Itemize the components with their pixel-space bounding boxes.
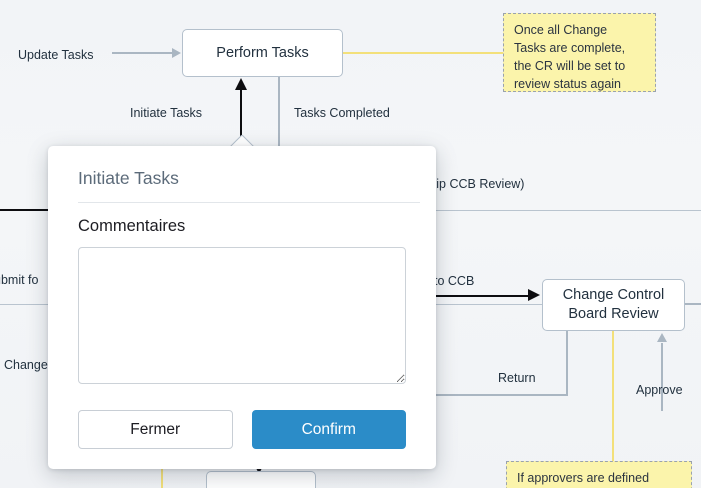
edge-update-tasks-arrowhead	[172, 48, 181, 58]
node-ccb-review-label-line2: Board Review	[568, 306, 659, 322]
edge-to-ccb	[436, 295, 536, 298]
annotation-line: Tasks are complete,	[514, 41, 626, 55]
edge-label-submit-for: ubmit fo	[0, 273, 39, 287]
edge-return-horizontal	[436, 394, 568, 396]
comment-textarea[interactable]	[78, 247, 406, 384]
initiate-tasks-dialog: Initiate Tasks Commentaires Fermer Confi…	[48, 146, 436, 469]
dialog-title: Initiate Tasks	[78, 168, 179, 188]
edge-yellow-ccb	[612, 331, 614, 462]
edge-label-to-ccb: to CCB	[434, 274, 475, 288]
edge-initiate-tasks-arrowhead	[235, 78, 247, 90]
edge-label-tasks-completed: Tasks Completed	[294, 106, 390, 120]
dialog-body: Commentaires	[64, 203, 420, 389]
annotation-line: the CR will be set to	[514, 59, 626, 73]
edge-approve	[661, 343, 663, 411]
edge-dark-left	[0, 209, 70, 212]
edge-label-skip-ccb-review: kip CCB Review)	[430, 177, 525, 191]
edge-approve-arrowhead	[657, 333, 667, 342]
dialog-actions: Fermer Confirm	[64, 389, 420, 453]
edge-yellow-bottom-left	[161, 452, 163, 488]
annotation-line: review status again	[514, 77, 622, 91]
annotation-line: If approvers are defined	[517, 471, 650, 485]
annotation-line: Once all Change	[514, 23, 608, 37]
node-perform-tasks[interactable]: Perform Tasks	[182, 29, 343, 77]
node-ccb-review[interactable]: Change Control Board Review	[542, 279, 685, 331]
edge-update-tasks	[112, 52, 174, 54]
node-ccb-review-label-line1: Change Control	[562, 287, 665, 303]
edge-initiate-tasks	[240, 90, 243, 158]
dialog-title-divider	[78, 202, 420, 203]
edge-tasks-completed	[278, 77, 280, 149]
edge-to-ccb-arrowhead	[528, 289, 540, 301]
edge-label-initiate-tasks: Initiate Tasks	[130, 106, 203, 120]
annotation-change-tasks: Once all Change Tasks are complete, the …	[503, 13, 656, 92]
node-perform-tasks-label: Perform Tasks	[216, 44, 309, 61]
close-button[interactable]: Fermer	[78, 410, 233, 449]
comment-field-label: Commentaires	[78, 217, 186, 235]
edge-return-vertical	[566, 331, 568, 395]
confirm-button[interactable]: Confirm	[251, 410, 406, 449]
edge-label-update-tasks: Update Tasks	[18, 48, 94, 62]
edge-label-return: Return	[498, 371, 536, 385]
edge-label-approve: Approve	[636, 383, 683, 397]
node-bottom-partial[interactable]	[206, 471, 316, 488]
edge-yellow-perform-tasks	[343, 52, 503, 54]
edge-label-change: Change	[4, 358, 48, 372]
annotation-approvers: If approvers are defined	[506, 461, 692, 488]
edge-ccb-right	[685, 303, 701, 305]
